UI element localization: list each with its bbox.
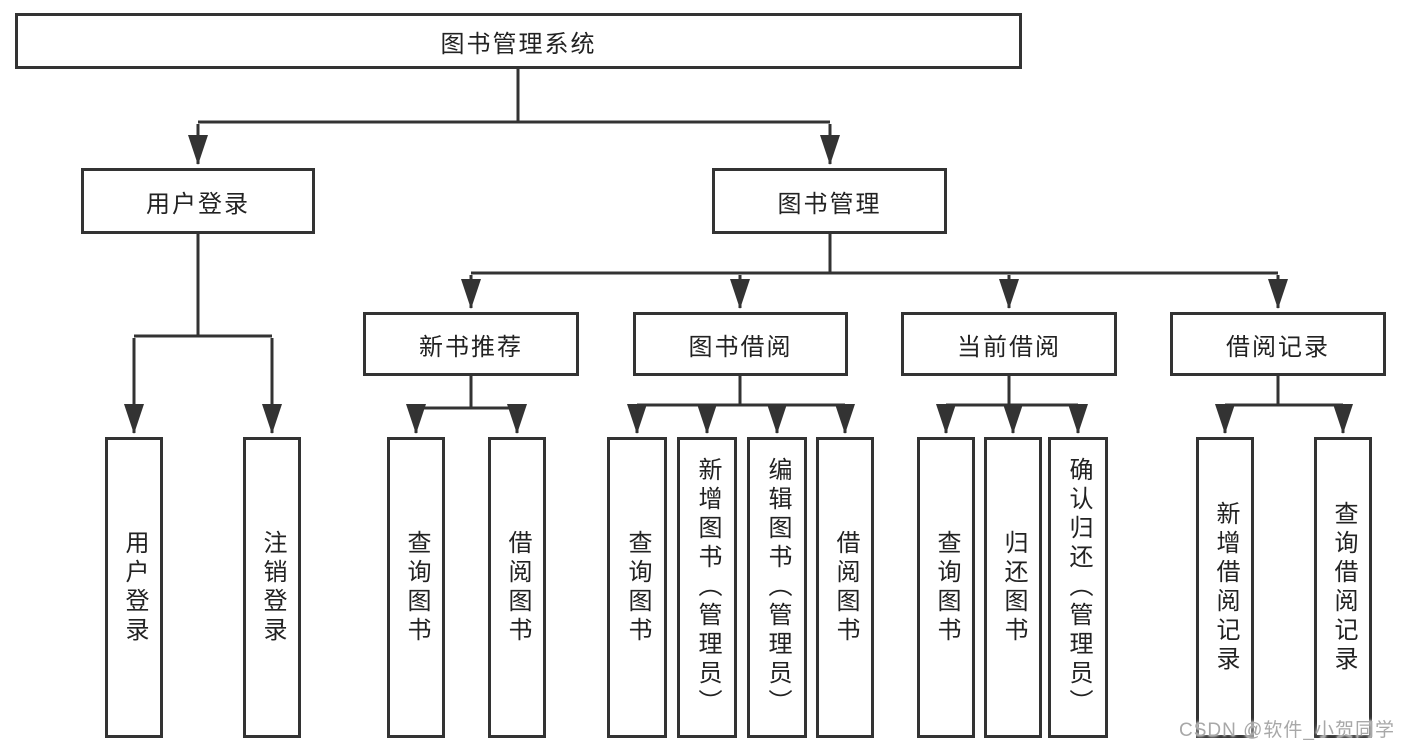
leaf-borrow-books: 借阅图书 [816,437,874,738]
leaf-borrow-books-recommend: 借阅图书 [488,437,546,738]
node-user-login: 用户登录 [81,168,315,234]
leaf-return-books: 归还图书 [984,437,1042,738]
leaf-query-borrow-record: 查询借阅记录 [1314,437,1372,738]
leaf-add-borrow-record: 新增借阅记录 [1196,437,1254,738]
leaf-edit-books-admin: 编辑图书（管理员） [747,437,807,738]
node-book-borrow: 图书借阅 [633,312,848,376]
node-book-management: 图书管理 [712,168,947,234]
leaf-query-books-current: 查询图书 [917,437,975,738]
csdn-watermark: CSDN @软件_小贺同学 [1179,720,1395,741]
node-current-borrow: 当前借阅 [901,312,1117,376]
node-root: 图书管理系统 [15,13,1022,69]
node-borrow-records: 借阅记录 [1170,312,1386,376]
leaf-query-books-borrow: 查询图书 [607,437,667,738]
leaf-logout: 注销登录 [243,437,301,738]
node-new-book-recommend: 新书推荐 [363,312,579,376]
leaf-query-books-recommend: 查询图书 [387,437,445,738]
leaf-add-books-admin: 新增图书（管理员） [677,437,737,738]
leaf-user-login: 用户登录 [105,437,163,738]
leaf-confirm-return-admin: 确认归还（管理员） [1048,437,1108,738]
